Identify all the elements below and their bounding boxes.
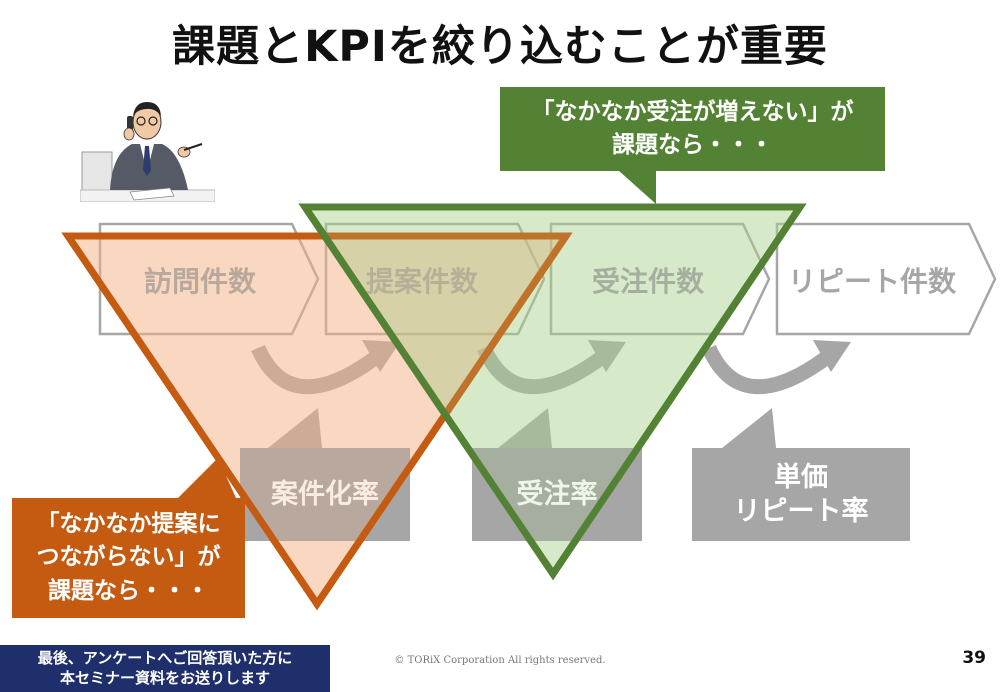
green-callout: 「なかなか受注が増えない」が 課題なら・・・	[500, 87, 885, 171]
copyright-text: © TORiX Corporation All rights reserved.	[394, 655, 606, 666]
page-number: 39	[962, 648, 986, 668]
survey-notice-badge: 最後、アンケートへご回答頂いた方に 本セミナー資料をお送りします	[0, 645, 330, 692]
green-callout-pointer	[618, 170, 656, 204]
rate-box-order-rate: 受注率	[472, 448, 642, 541]
orange-callout: 「なかなか提案に つながらない」が 課題なら・・・	[12, 498, 245, 618]
step-label-proposals: 提案件数	[365, 265, 478, 298]
businessman-on-phone-icon	[80, 102, 215, 202]
rate-pointer	[722, 408, 776, 448]
curved-arrow-icon	[702, 340, 851, 395]
rate-box-repeat-rate: 単価 リピート率	[692, 448, 910, 541]
rate-label: リピート率	[733, 495, 869, 527]
callout-line: 課題なら・・・	[48, 577, 209, 604]
page-title: 課題とKPIを絞り込むことが重要	[172, 22, 828, 72]
step-label-repeat: リピート件数	[787, 265, 956, 298]
rate-label: 受注率	[516, 478, 598, 510]
step-label-visits: 訪問件数	[143, 265, 256, 298]
callout-line: 「なかなか受注が増えない」が	[531, 98, 854, 125]
rate-label: 単価	[774, 461, 828, 493]
callout-line: 「なかなか提案に	[36, 510, 221, 537]
rate-box-proposal-rate: 案件化率	[240, 448, 410, 541]
callout-line: 課題なら・・・	[612, 132, 773, 158]
callout-line: つながらない」が	[36, 544, 221, 571]
survey-notice-line: 最後、アンケートへご回答頂いた方に	[37, 649, 293, 667]
step-label-orders: 受注件数	[591, 265, 704, 298]
survey-notice-line: 本セミナー資料をお送りします	[59, 668, 270, 687]
rate-label: 案件化率	[271, 478, 379, 510]
